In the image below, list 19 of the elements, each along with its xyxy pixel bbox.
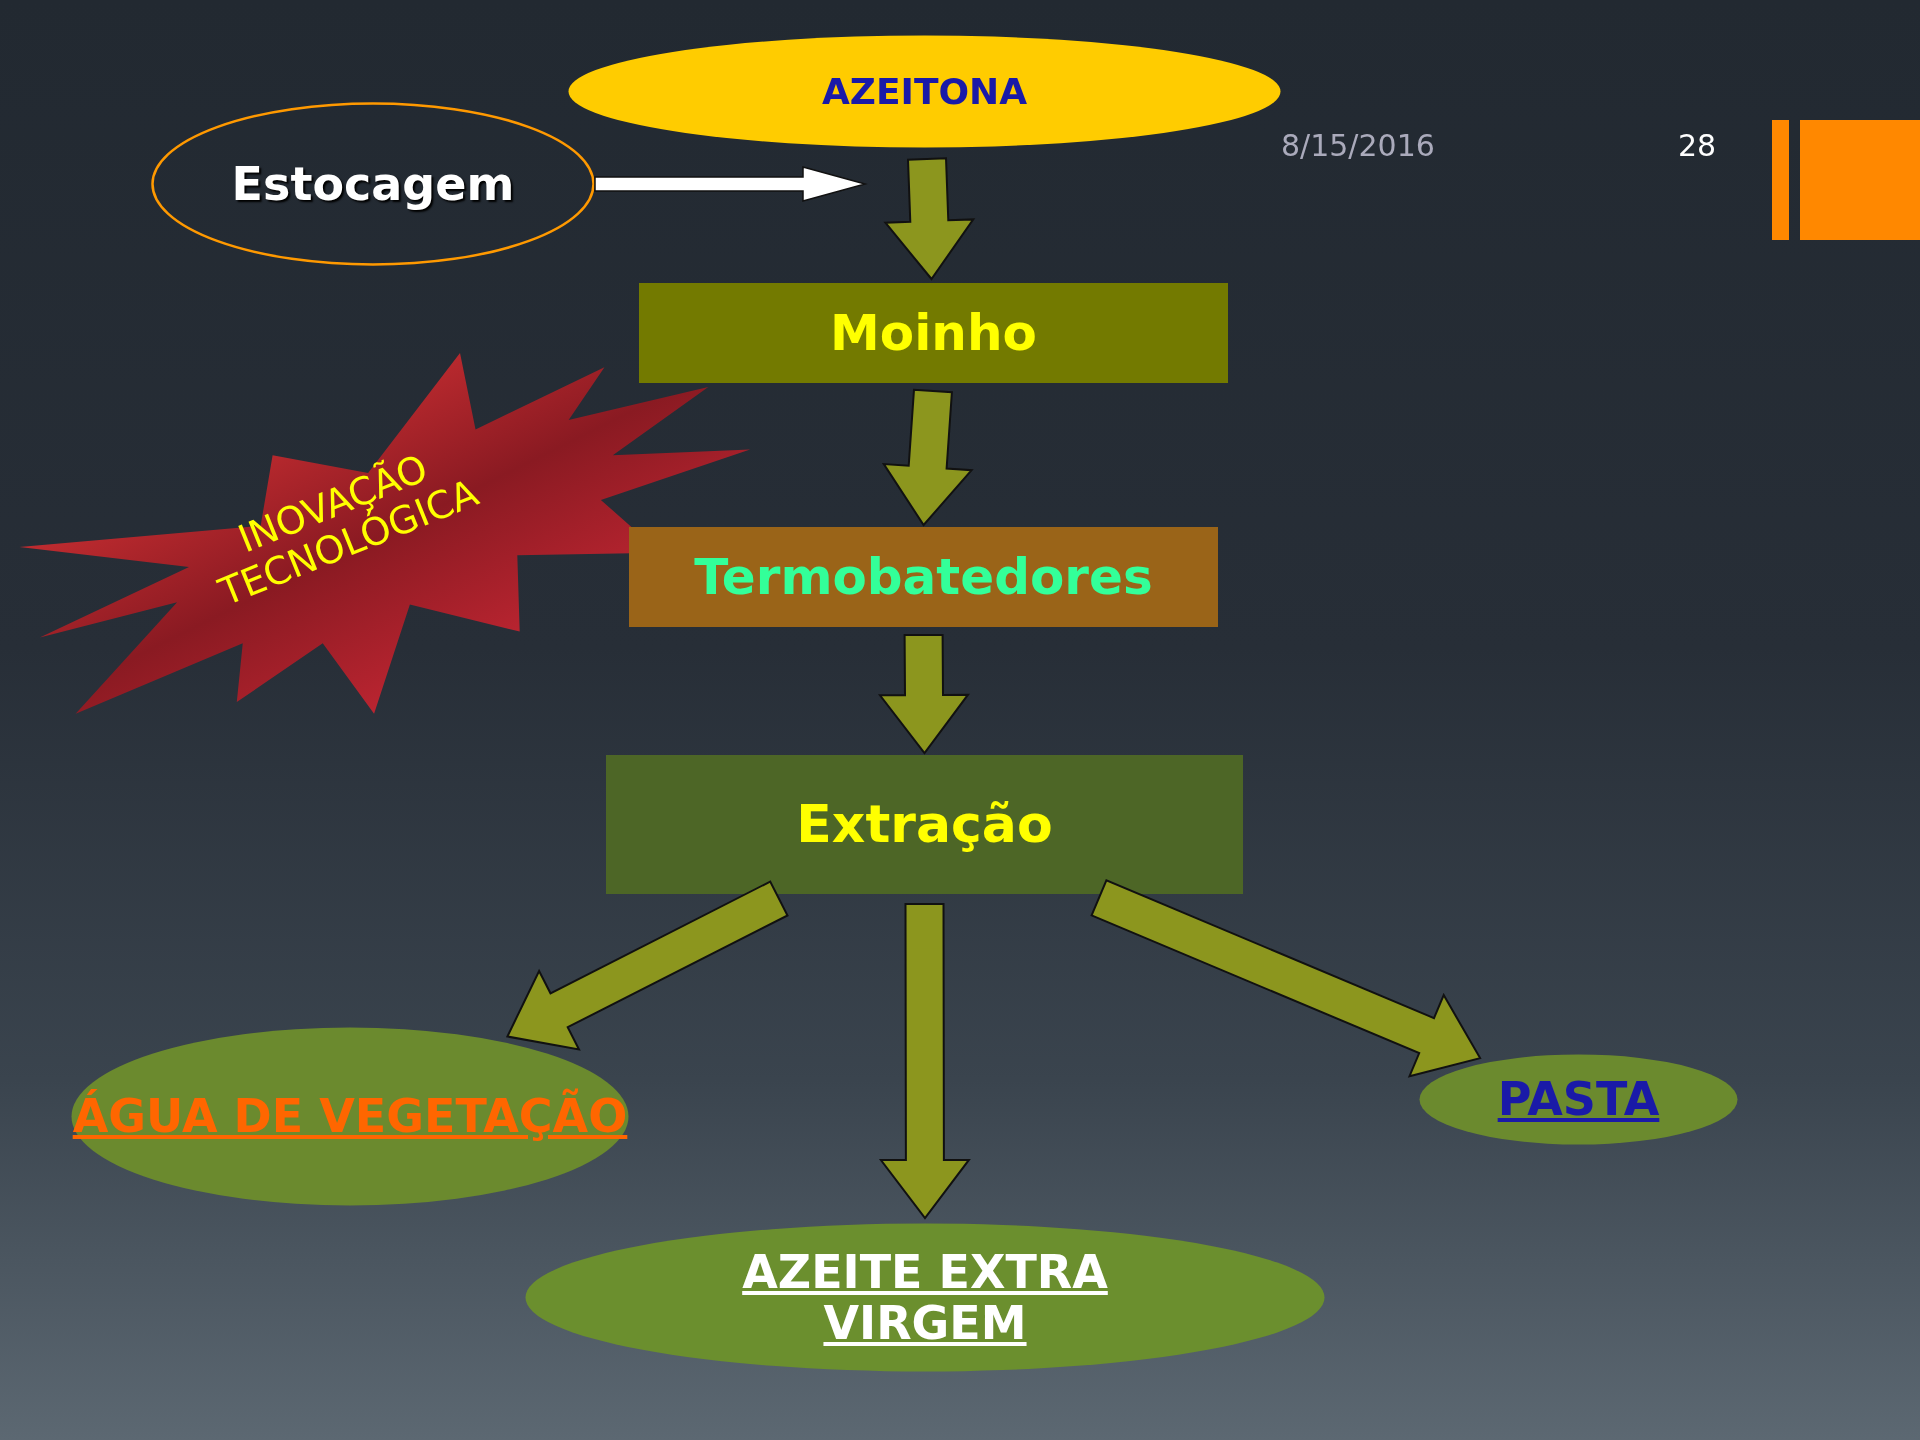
node-label: AZEITONA <box>821 71 1028 112</box>
process-box <box>629 527 1218 627</box>
node-label: AZEITE EXTRA VIRGEM <box>741 1246 1109 1349</box>
block-arrow <box>877 633 970 755</box>
process-box <box>606 755 1243 894</box>
date-label: 8/15/2016 <box>1281 128 1435 163</box>
page-number: 28 <box>1678 128 1717 163</box>
block-arrow <box>1090 879 1482 1078</box>
node-label: Termobatedores <box>694 549 1153 605</box>
block-arrow <box>881 388 974 527</box>
block-arrow <box>594 166 868 202</box>
node-label: Moinho <box>830 305 1037 361</box>
node-label: Estocagem <box>231 158 515 210</box>
node-label: Extração <box>796 795 1053 854</box>
process-box <box>639 283 1228 383</box>
block-arrow <box>505 880 789 1051</box>
block-arrow <box>883 157 976 281</box>
node-label: PASTA <box>1497 1074 1660 1125</box>
block-arrow <box>878 903 971 1220</box>
